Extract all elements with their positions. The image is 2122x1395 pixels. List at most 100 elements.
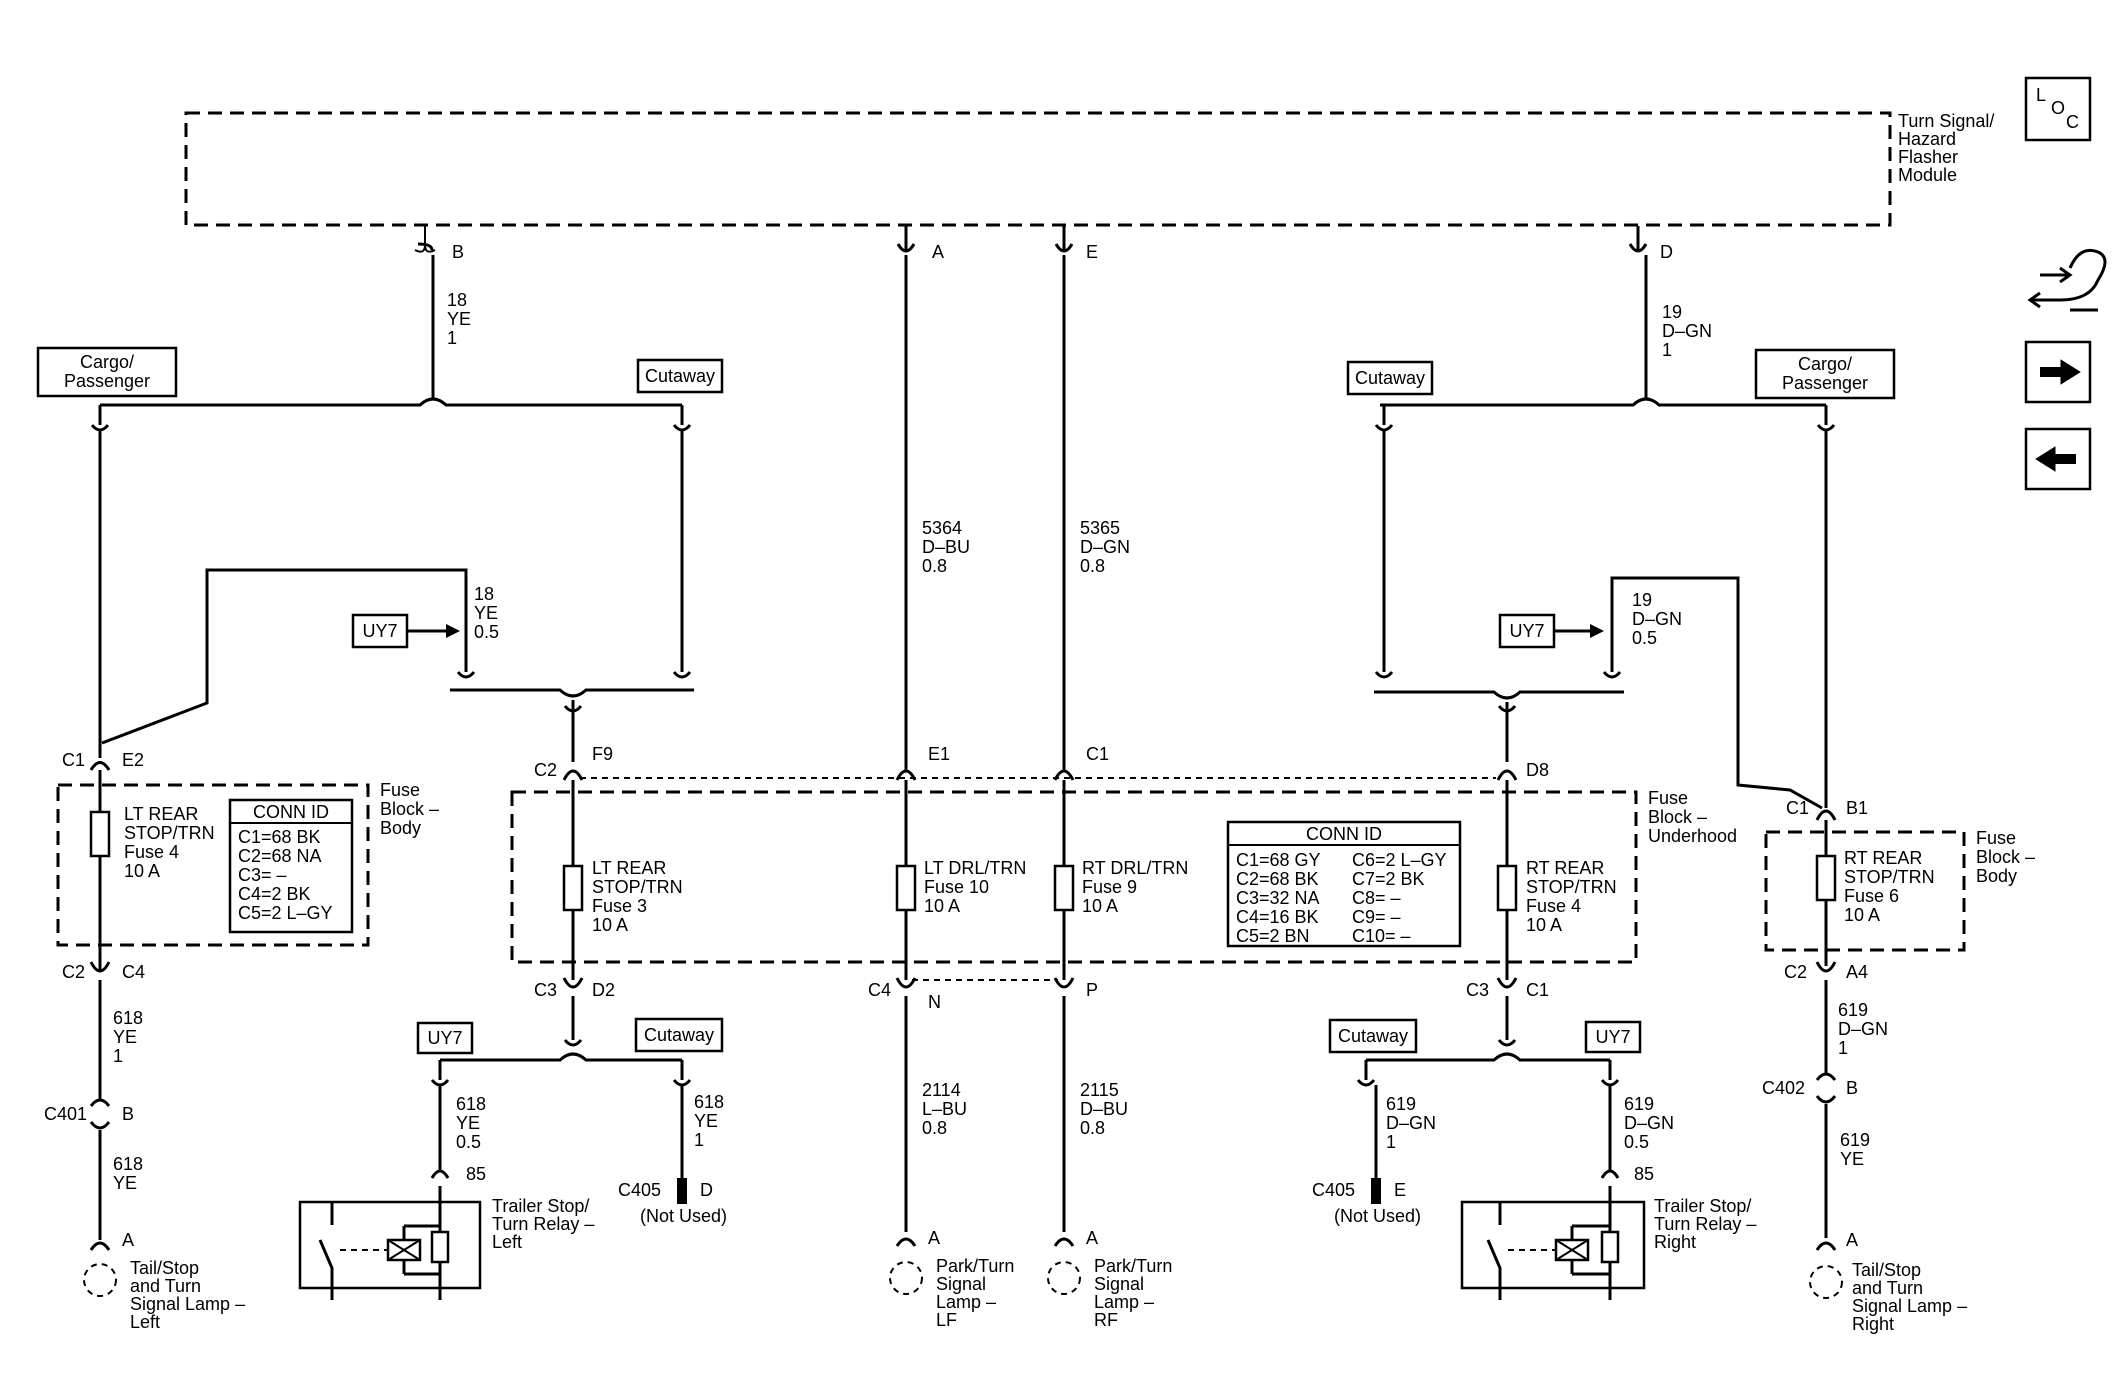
svg-text:Cargo/: Cargo/ — [80, 352, 134, 372]
svg-text:Fuse 4: Fuse 4 — [124, 842, 179, 862]
svg-text:10 A: 10 A — [924, 896, 960, 916]
tag-uy7-right-bottom: UY7 — [1584, 1020, 1642, 1054]
svg-text:Fuse: Fuse — [380, 780, 420, 800]
fuse-block-underhood — [510, 790, 1638, 964]
relay-left-label: Trailer Stop/ Turn Relay – Left — [492, 1196, 594, 1252]
svg-text:UY7: UY7 — [1509, 621, 1544, 641]
svg-text:Fuse 3: Fuse 3 — [592, 896, 647, 916]
svg-text:O: O — [2051, 98, 2065, 118]
svg-text:A4: A4 — [1846, 962, 1868, 982]
svg-text:Lamp –: Lamp – — [936, 1292, 996, 1312]
svg-text:0.5: 0.5 — [1632, 628, 1657, 648]
tag-cutaway-left-bottom: Cutaway — [634, 1017, 724, 1053]
wire-label-618r: 618 YE 0.5 — [456, 1094, 486, 1152]
svg-text:D–BU: D–BU — [1080, 1099, 1128, 1119]
module-pin-a: A — [896, 226, 944, 262]
svg-text:Cutaway: Cutaway — [644, 1025, 714, 1045]
splice-bar-left-top — [100, 397, 682, 407]
wiring-harness-icon[interactable] — [2027, 248, 2107, 312]
svg-text:(Not Used): (Not Used) — [1334, 1206, 1421, 1226]
svg-text:A: A — [1086, 1228, 1098, 1248]
fuse-lt-drl — [895, 864, 917, 912]
svg-text:5365: 5365 — [1080, 518, 1120, 538]
loc-icon[interactable]: L O C — [2024, 76, 2092, 142]
splice-bar-right-bottom — [1366, 1052, 1610, 1062]
svg-text:D–GN: D–GN — [1838, 1019, 1888, 1039]
svg-text:619: 619 — [1624, 1094, 1654, 1114]
module-pin-d: D — [1628, 226, 1673, 262]
svg-text:YE: YE — [474, 603, 498, 623]
wire-label-618c: 618 YE 1 — [694, 1092, 724, 1150]
svg-text:A: A — [1846, 1230, 1858, 1250]
svg-text:19: 19 — [1632, 590, 1652, 610]
wire-label-5365: 5365 D–GN 0.8 — [1080, 518, 1130, 576]
wire-label-619r: 619 D–GN 0.5 — [1624, 1094, 1674, 1152]
svg-text:0.8: 0.8 — [922, 556, 947, 576]
svg-text:D–BU: D–BU — [922, 537, 970, 557]
svg-text:618: 618 — [694, 1092, 724, 1112]
relay-right-label: Trailer Stop/ Turn Relay – Right — [1654, 1196, 1756, 1252]
fuse-block-body-right — [1764, 830, 1966, 952]
svg-text:Block –: Block – — [1648, 807, 1707, 827]
connector-c1-center — [1053, 769, 1075, 781]
svg-text:0.5: 0.5 — [1624, 1132, 1649, 1152]
connector-n — [895, 977, 917, 989]
fuse-rt-rear-body — [1815, 854, 1837, 902]
svg-text:A: A — [928, 1228, 940, 1248]
svg-text:19: 19 — [1662, 302, 1682, 322]
svg-text:1: 1 — [1662, 340, 1672, 360]
svg-text:E: E — [1394, 1180, 1406, 1200]
svg-text:RT DRL/TRN: RT DRL/TRN — [1082, 858, 1188, 878]
svg-text:0.8: 0.8 — [922, 1118, 947, 1138]
svg-text:Lamp –: Lamp – — [1094, 1292, 1154, 1312]
svg-text:Turn Relay –: Turn Relay – — [492, 1214, 594, 1234]
svg-text:C1: C1 — [1786, 798, 1809, 818]
svg-text:RF: RF — [1094, 1310, 1118, 1330]
svg-text:YE: YE — [447, 309, 471, 329]
connector-c1-left — [89, 761, 111, 771]
splice-bar-right-top — [1380, 397, 1826, 407]
svg-text:618: 618 — [113, 1154, 143, 1174]
svg-text:1: 1 — [447, 328, 457, 348]
svg-text:C6=2 L–GY: C6=2 L–GY — [1352, 850, 1447, 870]
svg-text:C1: C1 — [1526, 980, 1549, 1000]
svg-text:18: 18 — [447, 290, 467, 310]
connector-p — [1053, 977, 1075, 989]
svg-text:Signal: Signal — [1094, 1274, 1144, 1294]
svg-text:Left: Left — [130, 1312, 160, 1332]
splice-bar-right-mid — [1374, 690, 1624, 700]
svg-text:CONN ID: CONN ID — [253, 802, 329, 822]
arrow-left-icon[interactable] — [2024, 427, 2092, 491]
svg-text:Fuse 9: Fuse 9 — [1082, 877, 1137, 897]
lamp-tail-right: A Tail/Stop and Turn Signal Lamp – Right — [1809, 1230, 1967, 1334]
module-pin-b: B — [414, 226, 464, 262]
wire-label-19b: 19 D–GN 0.5 — [1632, 590, 1682, 648]
svg-text:Block –: Block – — [1976, 847, 2035, 867]
svg-text:LT DRL/TRN: LT DRL/TRN — [924, 858, 1026, 878]
fuse-lt-rear-body — [89, 810, 111, 858]
svg-text:5364: 5364 — [922, 518, 962, 538]
svg-text:D: D — [700, 1180, 713, 1200]
svg-text:Fuse 4: Fuse 4 — [1526, 896, 1581, 916]
svg-text:D–GN: D–GN — [1080, 537, 1130, 557]
svg-text:10 A: 10 A — [1526, 915, 1562, 935]
svg-text:2115: 2115 — [1080, 1080, 1119, 1100]
svg-text:Fuse: Fuse — [1648, 788, 1688, 808]
svg-text:Block –: Block – — [380, 799, 439, 819]
fuse-lt-rear-uh-label: LT REAR STOP/TRN Fuse 3 10 A — [592, 858, 683, 935]
svg-text:L: L — [2036, 85, 2046, 105]
svg-text:85: 85 — [466, 1164, 486, 1184]
svg-text:85: 85 — [1634, 1164, 1654, 1184]
svg-text:STOP/TRN: STOP/TRN — [124, 823, 215, 843]
svg-text:Tail/Stop: Tail/Stop — [1852, 1260, 1921, 1280]
svg-text:Flasher: Flasher — [1898, 147, 1958, 167]
svg-text:Fuse: Fuse — [1976, 828, 2016, 848]
splice-bar-left-bottom — [440, 1052, 682, 1062]
svg-text:Underhood: Underhood — [1648, 826, 1737, 846]
svg-text:A: A — [122, 1230, 134, 1250]
svg-text:C4: C4 — [868, 980, 891, 1000]
arrow-right-icon[interactable] — [2024, 340, 2092, 404]
fuse-block-underhood-label: Fuse Block – Underhood — [1648, 788, 1737, 846]
connector-d8 — [1496, 769, 1518, 781]
